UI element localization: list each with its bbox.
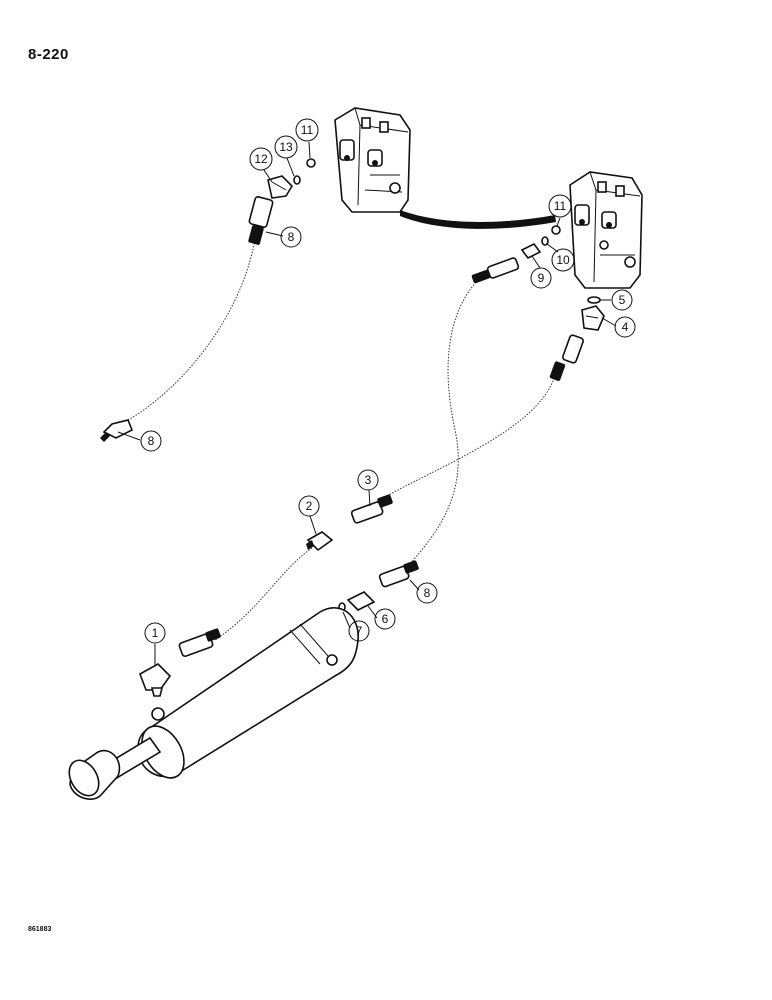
svg-text:4: 4 [622, 320, 629, 334]
o-ring-10 [541, 236, 549, 246]
svg-text:5: 5 [619, 293, 626, 307]
control-valve-right [569, 171, 643, 289]
nut-11-upper [306, 158, 316, 168]
callout-3: 3 [357, 469, 379, 491]
hose-end-8-left [100, 419, 134, 442]
svg-text:13: 13 [279, 140, 293, 154]
figure-code: 861883 [28, 926, 52, 933]
arrow-valve-connector [400, 210, 556, 229]
elbow-fitting-12 [267, 175, 294, 199]
svg-text:11: 11 [301, 123, 314, 137]
svg-text:1: 1 [152, 626, 159, 640]
callout-7: 7 [348, 620, 370, 642]
callout-10: 10 [551, 248, 575, 272]
hose-end-cylinder [178, 628, 221, 658]
elbow-fitting-4 [581, 305, 605, 331]
svg-text:3: 3 [365, 473, 372, 487]
hose-end-9 [471, 257, 520, 284]
callout-13: 13 [274, 135, 298, 159]
hydraulic-cylinder [68, 607, 359, 800]
callout-2: 2 [298, 495, 320, 517]
svg-text:12: 12 [254, 152, 268, 166]
callout-8-middle: 8 [416, 582, 438, 604]
svg-text:2: 2 [306, 499, 313, 513]
hose-end-right [549, 334, 584, 381]
svg-text:9: 9 [538, 271, 545, 285]
svg-text:8: 8 [288, 230, 295, 244]
adapter-fitting-10 [520, 242, 542, 260]
elbow-fitting-1 [139, 663, 172, 697]
svg-text:10: 10 [556, 253, 570, 267]
adapter-fitting-2 [306, 531, 334, 552]
svg-text:7: 7 [356, 624, 363, 638]
nut-11-right [551, 225, 561, 235]
hose-end-8-middle [378, 560, 419, 588]
callout-11-upper: 11 [295, 118, 319, 142]
svg-text:8: 8 [424, 586, 431, 600]
svg-text:6: 6 [382, 612, 389, 626]
page-number: 8-220 [28, 46, 69, 63]
o-ring-13 [293, 175, 301, 185]
callout-9: 9 [530, 267, 552, 289]
callout-8-upper: 8 [280, 226, 302, 248]
o-ring-5 [587, 296, 601, 304]
callout-8-left: 8 [140, 430, 162, 452]
hose-end-3 [350, 494, 393, 524]
callout-12: 12 [249, 147, 273, 171]
callout-1: 1 [144, 622, 166, 644]
control-valve-upper [334, 107, 411, 213]
adapter-fitting-6 [346, 591, 376, 611]
hose-middle [404, 279, 479, 571]
svg-text:11: 11 [554, 199, 567, 213]
callout-6: 6 [374, 608, 396, 630]
hose-right [379, 374, 556, 501]
svg-text:8: 8 [148, 434, 155, 448]
hose-end-8-upper [248, 196, 274, 245]
callout-5: 5 [611, 289, 633, 311]
callout-11-right: 11 [548, 194, 572, 218]
hose-upper-left [127, 239, 256, 421]
callout-4: 4 [614, 316, 636, 338]
hose-lower [214, 547, 313, 641]
